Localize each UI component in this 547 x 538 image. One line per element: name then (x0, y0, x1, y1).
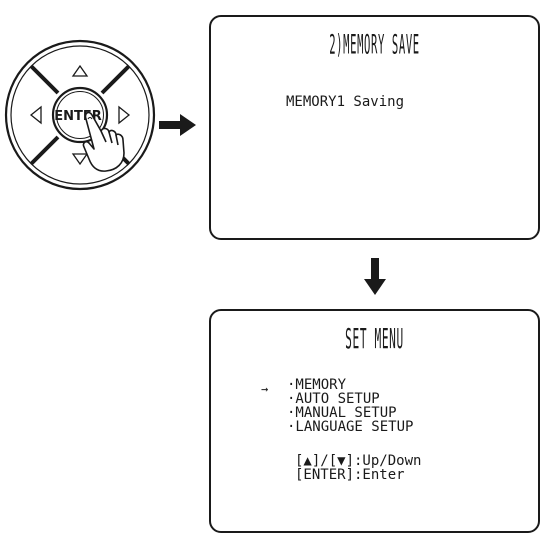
remote-control-pad: ENTER (0, 35, 160, 195)
set-menu-screen: SET MENU → ·MEMORY ·AUTO SETUP ·MANUAL S… (209, 309, 540, 533)
menu-cursor-arrow-icon: → (261, 382, 268, 396)
menu-item-memory[interactable]: ·MEMORY (287, 378, 346, 392)
screen-title: SET MENU (273, 323, 476, 356)
saving-status: MEMORY1 Saving (286, 95, 404, 109)
key-help-enter: [ENTER]:Enter (295, 468, 405, 482)
key-help-up-down: [▲]/[▼]:Up/Down (295, 454, 421, 468)
menu-item-language-setup[interactable]: ·LANGUAGE SETUP (287, 420, 413, 434)
arrow-down-icon (362, 257, 388, 297)
arrow-right-icon (158, 112, 198, 138)
menu-item-auto-setup[interactable]: ·AUTO SETUP (287, 392, 380, 406)
screen-title: 2)MEMORY SAVE (273, 30, 476, 61)
menu-item-manual-setup[interactable]: ·MANUAL SETUP (287, 406, 397, 420)
memory-save-screen: 2)MEMORY SAVE MEMORY1 Saving (209, 15, 540, 240)
